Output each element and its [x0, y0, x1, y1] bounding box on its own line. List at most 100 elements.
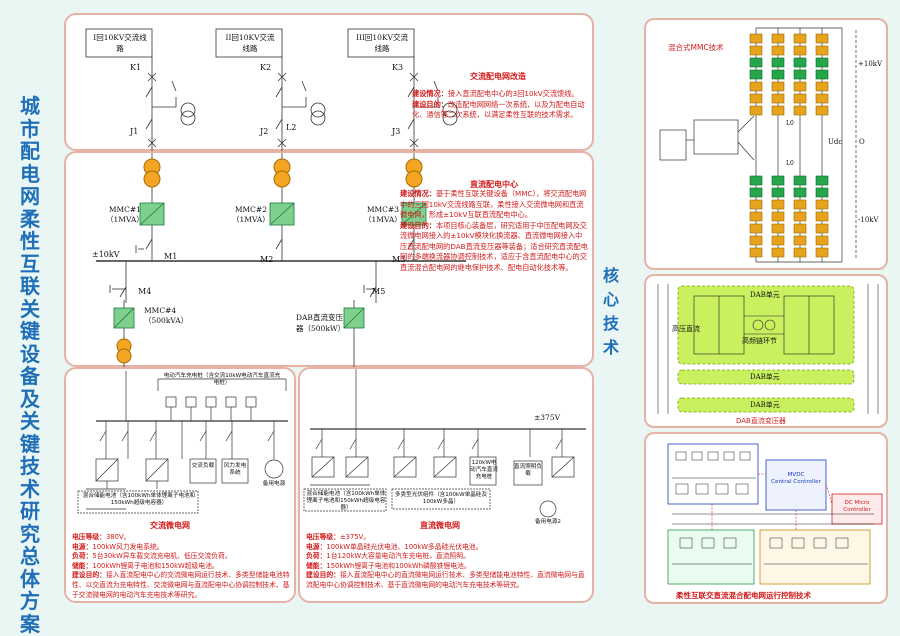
- dab-unit-top: DAB单元: [750, 291, 780, 299]
- dc-microgrid-panel: ±375V 120kW电动汽车直流充电桩 直流照明负载 备用电源2 混合储能电池…: [298, 367, 594, 603]
- spec-row: 负荷：1台120kW大容量电动汽车充电桩，直流照明。: [306, 552, 590, 562]
- submodule: [749, 235, 763, 246]
- ac-storage-label: 混合储能电池（含100kWh单体锂离子电池和150kWh超级电容器）: [82, 493, 196, 506]
- converter-connector-diagram: [113, 300, 365, 430]
- submodule: [793, 93, 807, 104]
- submodule: [793, 235, 807, 246]
- dc-center-diagram: [96, 153, 466, 303]
- submodule: [749, 57, 763, 68]
- dc-bus-label: ±10kV: [92, 250, 120, 259]
- neg-10kv-label: -10kV: [858, 216, 879, 224]
- spec-key: 电压等级：: [72, 533, 106, 541]
- wind-label: 风力发电系统: [223, 463, 247, 476]
- spec-row: 储能：100kWh锂离子电池和150kW超级电池。: [72, 562, 292, 572]
- spec-value: 380V。: [105, 533, 131, 541]
- dab-panel: DAB单元 高压直流 高频链环节 DAB单元 DAB单元 DAB直流变压器: [644, 274, 888, 428]
- ac-network-heading: 交流配电网改造: [470, 72, 526, 81]
- dc-backup-label: 备用电源2: [535, 519, 561, 525]
- mmc4-label: MMC#4 （500kVA）: [144, 306, 189, 325]
- feeder-label-3: III回10KV交流线路: [356, 33, 408, 53]
- dc-microgrid-items: 电压等级：±375V。电源：100kW单晶硅光伏电池、100kW多晶硅光伏电池。…: [306, 533, 590, 591]
- submodule: [749, 247, 763, 258]
- hybrid-mmc-panel: 混合式MMC技术 +10kV -10kV Udc O L0 L0: [644, 18, 888, 270]
- switch-j3: J3: [392, 127, 401, 136]
- spec-key: 电源：: [72, 542, 93, 551]
- submodule: [771, 69, 785, 80]
- m4-label: M4: [138, 287, 152, 296]
- ac-microgrid-heading: 交流微电网: [150, 521, 190, 530]
- spec-key: 建设目的：: [306, 571, 340, 580]
- submodule: [815, 247, 829, 258]
- ac-microgrid-items: 电压等级：380V。电源：100kW风力发电系统。负荷：5台30kW异车载交流充…: [72, 533, 292, 600]
- submodule: [749, 211, 763, 222]
- core-tech-title: 核心技术: [602, 266, 619, 357]
- spec-value: 接入直流配电中心的直流微电网运行技术、多类型储能电池特性、直流微电网与直流配电中…: [306, 571, 585, 589]
- dc-center-panel: MMC#1 （1MVA） MMC#2 （1MVA） MMC#3 （1MVA） ±…: [64, 151, 594, 367]
- dab-hf-label: 高频链环节: [742, 337, 777, 345]
- submodule: [749, 33, 763, 44]
- mmc3-label: MMC#3 （1MVA）: [364, 205, 402, 224]
- submodule: [815, 175, 829, 186]
- submodule: [793, 105, 807, 116]
- submodule: [771, 57, 785, 68]
- spec-row: 负荷：5台30kW异车载交流充电机、低压交流负荷。: [72, 552, 292, 562]
- l0-label-2: L0: [786, 160, 794, 167]
- submodule: [815, 199, 829, 210]
- mmc1-label: MMC#1 （1MVA）: [106, 205, 144, 224]
- spec-value: 5台30kW异车载交流充电机、低压交流负荷。: [92, 552, 232, 561]
- hybrid-mmc-title: 混合式MMC技术: [668, 43, 724, 52]
- submodule: [749, 105, 763, 116]
- dab-diagram: [657, 284, 879, 414]
- spec-value: 150kWh锂离子电池和100kWh磷酸铁锂电池。: [326, 561, 471, 570]
- submodule: [815, 211, 829, 222]
- submodule: [749, 69, 763, 80]
- submodule: [815, 93, 829, 104]
- dc-microgrid-heading: 直流微电网: [420, 521, 460, 530]
- ev-charger-label: 电动汽车充电桩（含交流10kW电动汽车直流充电桩）: [163, 373, 281, 386]
- goal-text: 改造配电网网络一次系统，以及为配电自动化、通信等二次系统，以满足柔性互联的技术需…: [412, 99, 585, 120]
- submodule: [793, 45, 807, 56]
- ac-microgrid-diagram: [77, 371, 288, 514]
- l0-label-1: L0: [786, 120, 794, 127]
- submodule: [771, 235, 785, 246]
- dc-ev-label: 120kW电动汽车直流充电桩: [470, 460, 498, 480]
- spec-value: 100kW风力发电系统。: [92, 542, 164, 551]
- mmc2-label: MMC#2 （1MVA）: [232, 205, 270, 224]
- mvdc-controller-label: MVDC Central Controller: [771, 472, 821, 485]
- submodule: [771, 187, 785, 198]
- submodule: [749, 93, 763, 104]
- submodule: [771, 93, 785, 104]
- spec-key: 电源：: [306, 542, 327, 551]
- construction-text: 接入直流配电中心的3回10kV交流馈线。: [447, 89, 579, 98]
- hybrid-mmc-diagram: [659, 27, 857, 263]
- dab-hv-label: 高压直流: [672, 325, 700, 333]
- switch-j1: J1: [130, 127, 139, 136]
- feeder-label-1: I回10KV交流线路: [93, 33, 147, 53]
- submodule: [815, 105, 829, 116]
- spec-key: 电压等级：: [306, 533, 340, 541]
- submodule: [749, 45, 763, 56]
- ac-feeder-diagram: [85, 28, 458, 153]
- construction-label: 建设情况：: [400, 189, 436, 198]
- switch-k1: K1: [130, 63, 142, 72]
- switch-k2: K2: [260, 63, 272, 72]
- dc-light-label: 直流照明负载: [514, 464, 542, 477]
- switch-j2: J2: [260, 127, 269, 136]
- submodule: [815, 223, 829, 234]
- submodule: [793, 199, 807, 210]
- spec-value: ±375V。: [339, 533, 371, 541]
- submodule: [771, 33, 785, 44]
- submodule: [771, 223, 785, 234]
- ac-load-label: 交流负载: [191, 463, 215, 469]
- submodule: [793, 69, 807, 80]
- spec-value: 接入直流配电中心的交流微电网运行技术、多类型储能电池特性、以交直流为充电特性、交…: [72, 571, 290, 599]
- spec-value: 100kWh锂离子电池和150kW超级电池。: [92, 561, 219, 570]
- pos-10kv-label: +10kV: [858, 60, 883, 68]
- submodule: [793, 223, 807, 234]
- dab-converter-label: DAB直流变压 器（500kW）: [296, 313, 346, 333]
- m1-label: M1: [164, 252, 178, 261]
- spec-row: 建设目的：接入直流配电中心的直流微电网运行技术、多类型储能电池特性、直流微电网与…: [306, 571, 590, 590]
- submodule: [771, 105, 785, 116]
- spec-row: 储能：150kWh锂离子电池和100kWh磷酸铁锂电池。: [306, 562, 590, 572]
- switch-k3: K3: [392, 63, 404, 72]
